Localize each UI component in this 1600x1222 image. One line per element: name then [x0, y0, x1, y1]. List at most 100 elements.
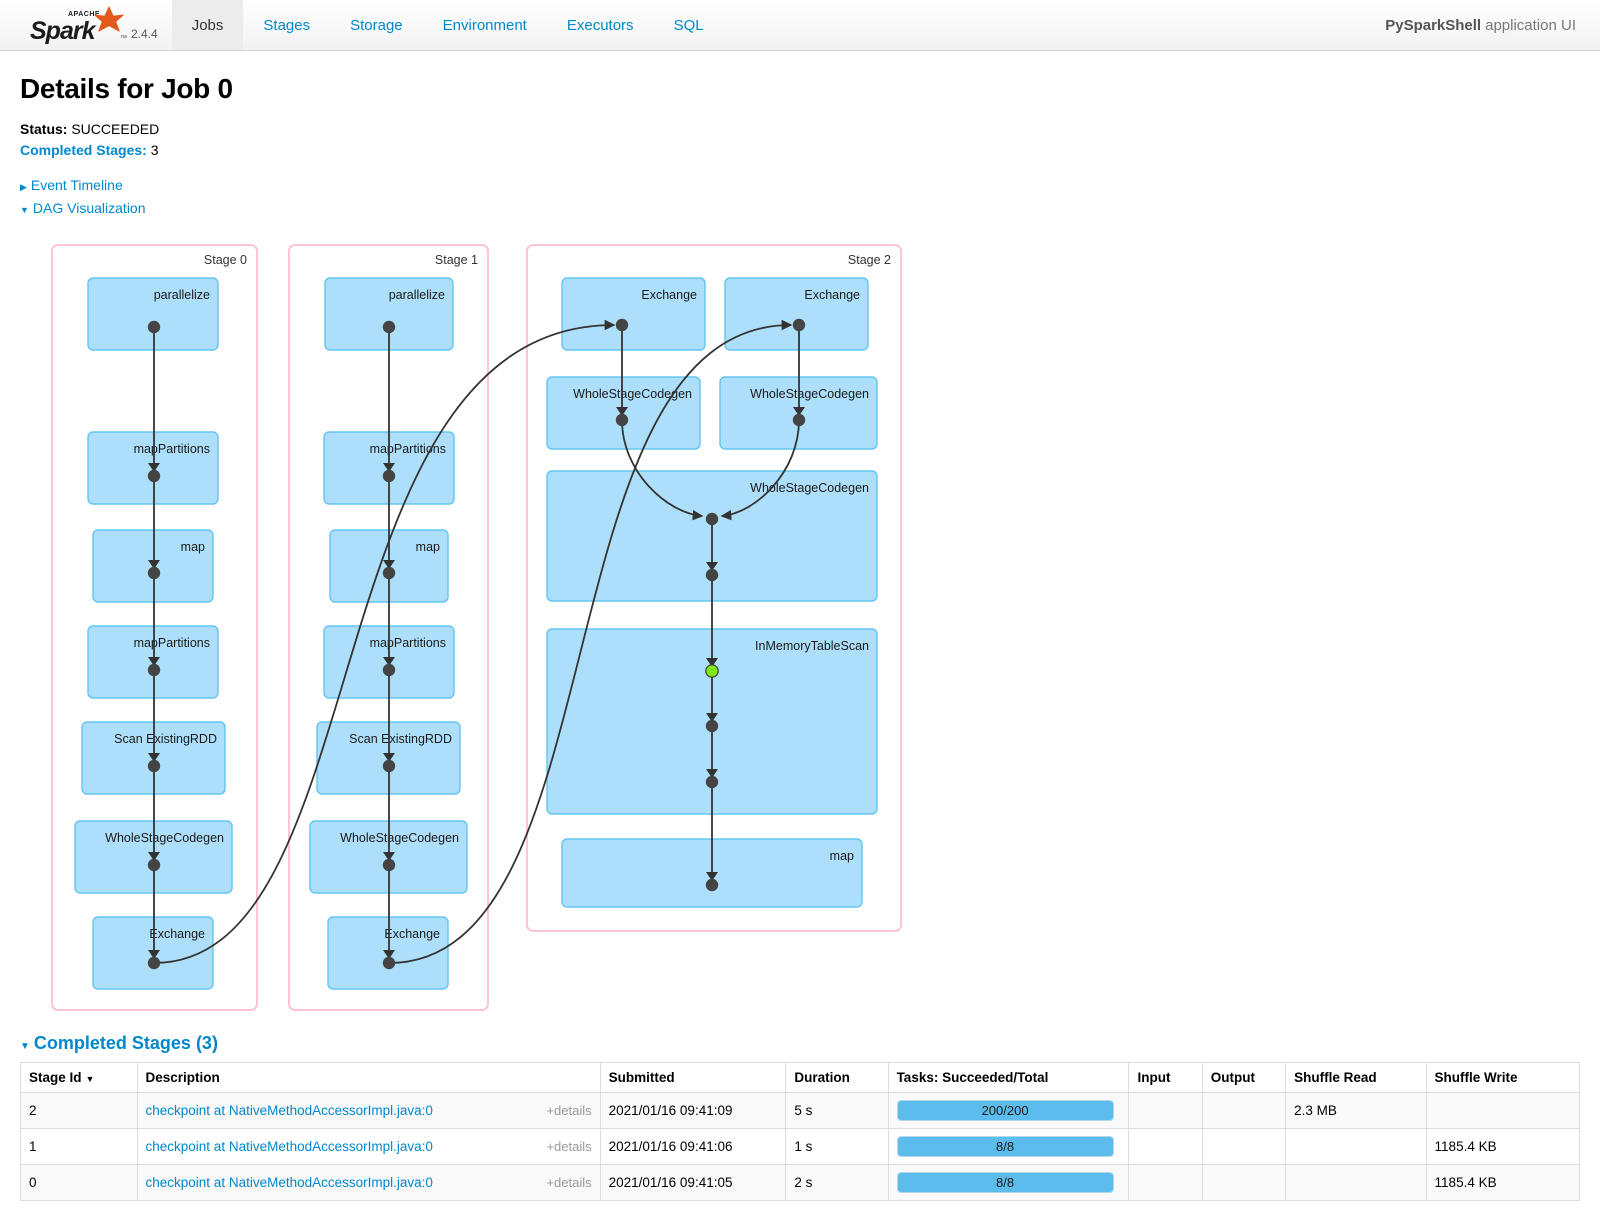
application-name-suffix: application UI	[1485, 16, 1576, 34]
tab-environment[interactable]: Environment	[423, 0, 547, 50]
dag-dot-2-1[interactable]	[792, 318, 806, 332]
tab-jobs-link[interactable]: Jobs	[171, 0, 244, 50]
th-submitted[interactable]: Submitted	[599, 1062, 787, 1093]
cell-output	[1201, 1092, 1287, 1129]
dag-dot-main-1-cached[interactable]	[705, 664, 719, 678]
dag-node-label-0-0: parallelize	[154, 288, 210, 302]
th-tasks[interactable]: Tasks: Succeeded/Total	[887, 1062, 1130, 1093]
cell-shuffle-write: 1185.4 KB	[1425, 1164, 1581, 1201]
tasks-progress-fill	[897, 1101, 1113, 1120]
dag-dot-0-6[interactable]	[147, 956, 161, 970]
dag-dot-0-1[interactable]	[147, 469, 161, 483]
completed-stages-section-header[interactable]: ▼Completed Stages (3)	[20, 1033, 1580, 1054]
brand[interactable]: APACHE Spark ™ 2.4.4	[0, 0, 172, 50]
tasks-progress-text: 8/8	[996, 1139, 1015, 1154]
dag-svg[interactable]: Stage 0parallelizemapPartitionsmapmapPar…	[20, 229, 1580, 1019]
dag-dot-main-4[interactable]	[705, 878, 719, 892]
edge-arrowhead	[706, 872, 718, 881]
dag-dot-1-2[interactable]	[382, 566, 396, 580]
tasks-progress-bar: 8/8	[896, 1136, 1114, 1157]
details-toggle[interactable]: +details	[546, 1139, 592, 1154]
dag-node-0-0[interactable]	[87, 277, 219, 351]
tab-storage[interactable]: Storage	[330, 0, 423, 50]
th-shuffle-read[interactable]: Shuffle Read	[1285, 1062, 1427, 1093]
tab-environment-link[interactable]: Environment	[442, 16, 527, 34]
cell-stage-id: 0	[20, 1164, 138, 1201]
dag-node-label-0-2: map	[181, 540, 205, 554]
status-line: Status: SUCCEEDED	[20, 119, 1580, 140]
cell-description: checkpoint at NativeMethodAccessorImpl.j…	[136, 1164, 601, 1201]
dag-dot-1-4[interactable]	[382, 759, 396, 773]
dag-node-label-1-4: Scan ExistingRDD	[349, 732, 452, 746]
dag-visualization-link[interactable]: DAG Visualization	[32, 200, 146, 216]
event-timeline-link[interactable]: Event Timeline	[30, 177, 123, 193]
edge-arrowhead	[148, 463, 160, 472]
th-input[interactable]: Input	[1128, 1062, 1203, 1093]
th-description[interactable]: Description	[136, 1062, 601, 1093]
cell-description: checkpoint at NativeMethodAccessorImpl.j…	[136, 1128, 601, 1165]
table-head: Stage Id▼ Description Submitted Duration…	[20, 1062, 1581, 1093]
dag-dot-main-2[interactable]	[705, 719, 719, 733]
tasks-progress-fill	[897, 1173, 1113, 1192]
tab-executors[interactable]: Executors	[547, 0, 654, 50]
tasks-progress-bar: 8/8	[896, 1172, 1114, 1193]
dag-dot-0-4[interactable]	[147, 759, 161, 773]
dag-dot-2-3[interactable]	[792, 413, 806, 427]
stage-title-1: Stage 1	[435, 253, 478, 267]
stage-title-0: Stage 0	[204, 253, 247, 267]
tab-storage-link[interactable]: Storage	[350, 16, 403, 34]
stage-description-link[interactable]: checkpoint at NativeMethodAccessorImpl.j…	[145, 1103, 433, 1118]
dag-dot-1-5[interactable]	[382, 858, 396, 872]
th-shuffle-write[interactable]: Shuffle Write	[1425, 1062, 1581, 1093]
edge-arrowhead	[383, 753, 395, 762]
cell-shuffle-write: 1185.4 KB	[1425, 1128, 1581, 1165]
th-output[interactable]: Output	[1201, 1062, 1287, 1093]
stage-title-2: Stage 2	[848, 253, 891, 267]
completed-stages-label[interactable]: Completed Stages:	[20, 142, 147, 158]
dag-node-label-1-0: parallelize	[389, 288, 445, 302]
stage-description-link[interactable]: checkpoint at NativeMethodAccessorImpl.j…	[145, 1139, 433, 1154]
tab-sql[interactable]: SQL	[654, 0, 724, 50]
event-timeline-toggle[interactable]: ▶Event Timeline	[20, 175, 1580, 198]
cell-tasks: 8/8	[887, 1128, 1130, 1165]
dag-node-label-2-0: Exchange	[641, 288, 697, 302]
edge-arrowhead	[383, 657, 395, 666]
th-stage-id-label: Stage Id	[29, 1070, 82, 1085]
dag-dot-0-5[interactable]	[147, 858, 161, 872]
dag-dot-0-0[interactable]	[147, 320, 161, 334]
dag-dot-0-2[interactable]	[147, 566, 161, 580]
completed-stages-header-link[interactable]: Completed Stages (3)	[33, 1033, 218, 1053]
details-toggle[interactable]: +details	[546, 1103, 592, 1118]
dag-dot-2-0[interactable]	[615, 318, 629, 332]
dag-node-2-0[interactable]	[561, 277, 706, 351]
dag-dot-merge[interactable]	[705, 512, 719, 526]
details-toggle[interactable]: +details	[546, 1175, 592, 1190]
dag-dot-main-3[interactable]	[705, 775, 719, 789]
page-content: Details for Job 0 Status: SUCCEEDED Comp…	[0, 73, 1600, 1201]
dag-dot-1-0[interactable]	[382, 320, 396, 334]
dag-dot-0-3[interactable]	[147, 663, 161, 677]
status-label: Status:	[20, 121, 68, 137]
dag-dot-1-3[interactable]	[382, 663, 396, 677]
tab-stages-link[interactable]: Stages	[263, 16, 311, 34]
dag-dot-1-1[interactable]	[382, 469, 396, 483]
cell-duration: 5 s	[785, 1092, 889, 1129]
dag-node-2-1[interactable]	[724, 277, 869, 351]
dag-dot-main-0[interactable]	[705, 568, 719, 582]
spark-logo-icon[interactable]: APACHE Spark ™	[30, 6, 127, 45]
th-duration[interactable]: Duration	[785, 1062, 889, 1093]
cell-stage-id: 2	[20, 1092, 138, 1129]
dag-visualization-toggle[interactable]: ▼DAG Visualization	[20, 198, 1580, 221]
completed-stages-value: 3	[150, 142, 159, 158]
dag-dot-1-6[interactable]	[382, 956, 396, 970]
th-stage-id[interactable]: Stage Id▼	[20, 1062, 138, 1093]
cell-tasks: 8/8	[887, 1164, 1130, 1201]
tab-stages[interactable]: Stages	[243, 0, 330, 50]
stage-description-link[interactable]: checkpoint at NativeMethodAccessorImpl.j…	[145, 1175, 433, 1190]
tab-jobs[interactable]: Jobs	[171, 0, 244, 50]
edge-arrowhead	[706, 713, 718, 722]
tab-sql-link[interactable]: SQL	[673, 16, 704, 34]
dag-dot-2-2[interactable]	[615, 413, 629, 427]
tab-executors-link[interactable]: Executors	[566, 16, 634, 34]
